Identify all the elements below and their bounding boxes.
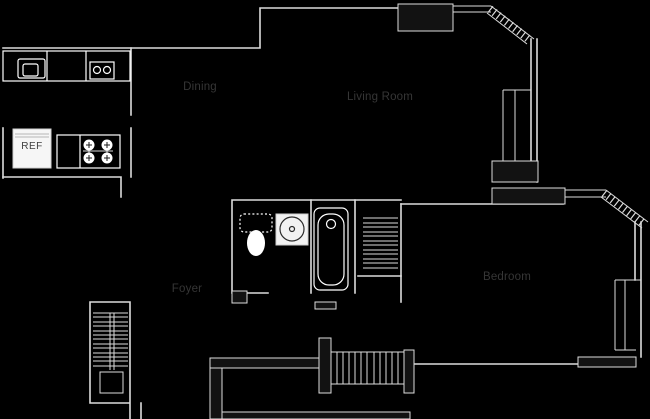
room-label-dining: Dining	[183, 81, 217, 93]
stove-burners-icon	[83, 139, 113, 164]
kitchen	[2, 50, 131, 169]
window-icon	[614, 279, 641, 351]
room-label-bedroom: Bedroom	[482, 271, 532, 283]
room-label-foyer: Foyer	[171, 283, 203, 295]
toilet-icon	[239, 213, 273, 256]
bathroom	[239, 207, 349, 291]
bay-window-icon	[565, 189, 649, 229]
walls	[2, 3, 642, 419]
wall-column	[397, 3, 454, 32]
refrigerator-icon	[12, 128, 52, 169]
room-label-living-room: Living Room	[346, 91, 414, 103]
bay-window-icon	[453, 5, 535, 45]
kitchen-counter	[2, 50, 131, 82]
kitchen-sink-icon	[17, 58, 46, 79]
window-icon	[502, 89, 531, 161]
windows	[453, 5, 649, 351]
vanity-sink-icon	[275, 213, 309, 246]
closet-rod-icon	[363, 217, 398, 269]
stove-counter	[56, 134, 121, 169]
stairs-icon	[93, 312, 128, 394]
entry-stairs-icon	[331, 351, 404, 385]
bathtub-icon	[313, 207, 349, 291]
refrigerator-label: REF	[21, 141, 43, 152]
cooktop-icon	[89, 61, 115, 80]
